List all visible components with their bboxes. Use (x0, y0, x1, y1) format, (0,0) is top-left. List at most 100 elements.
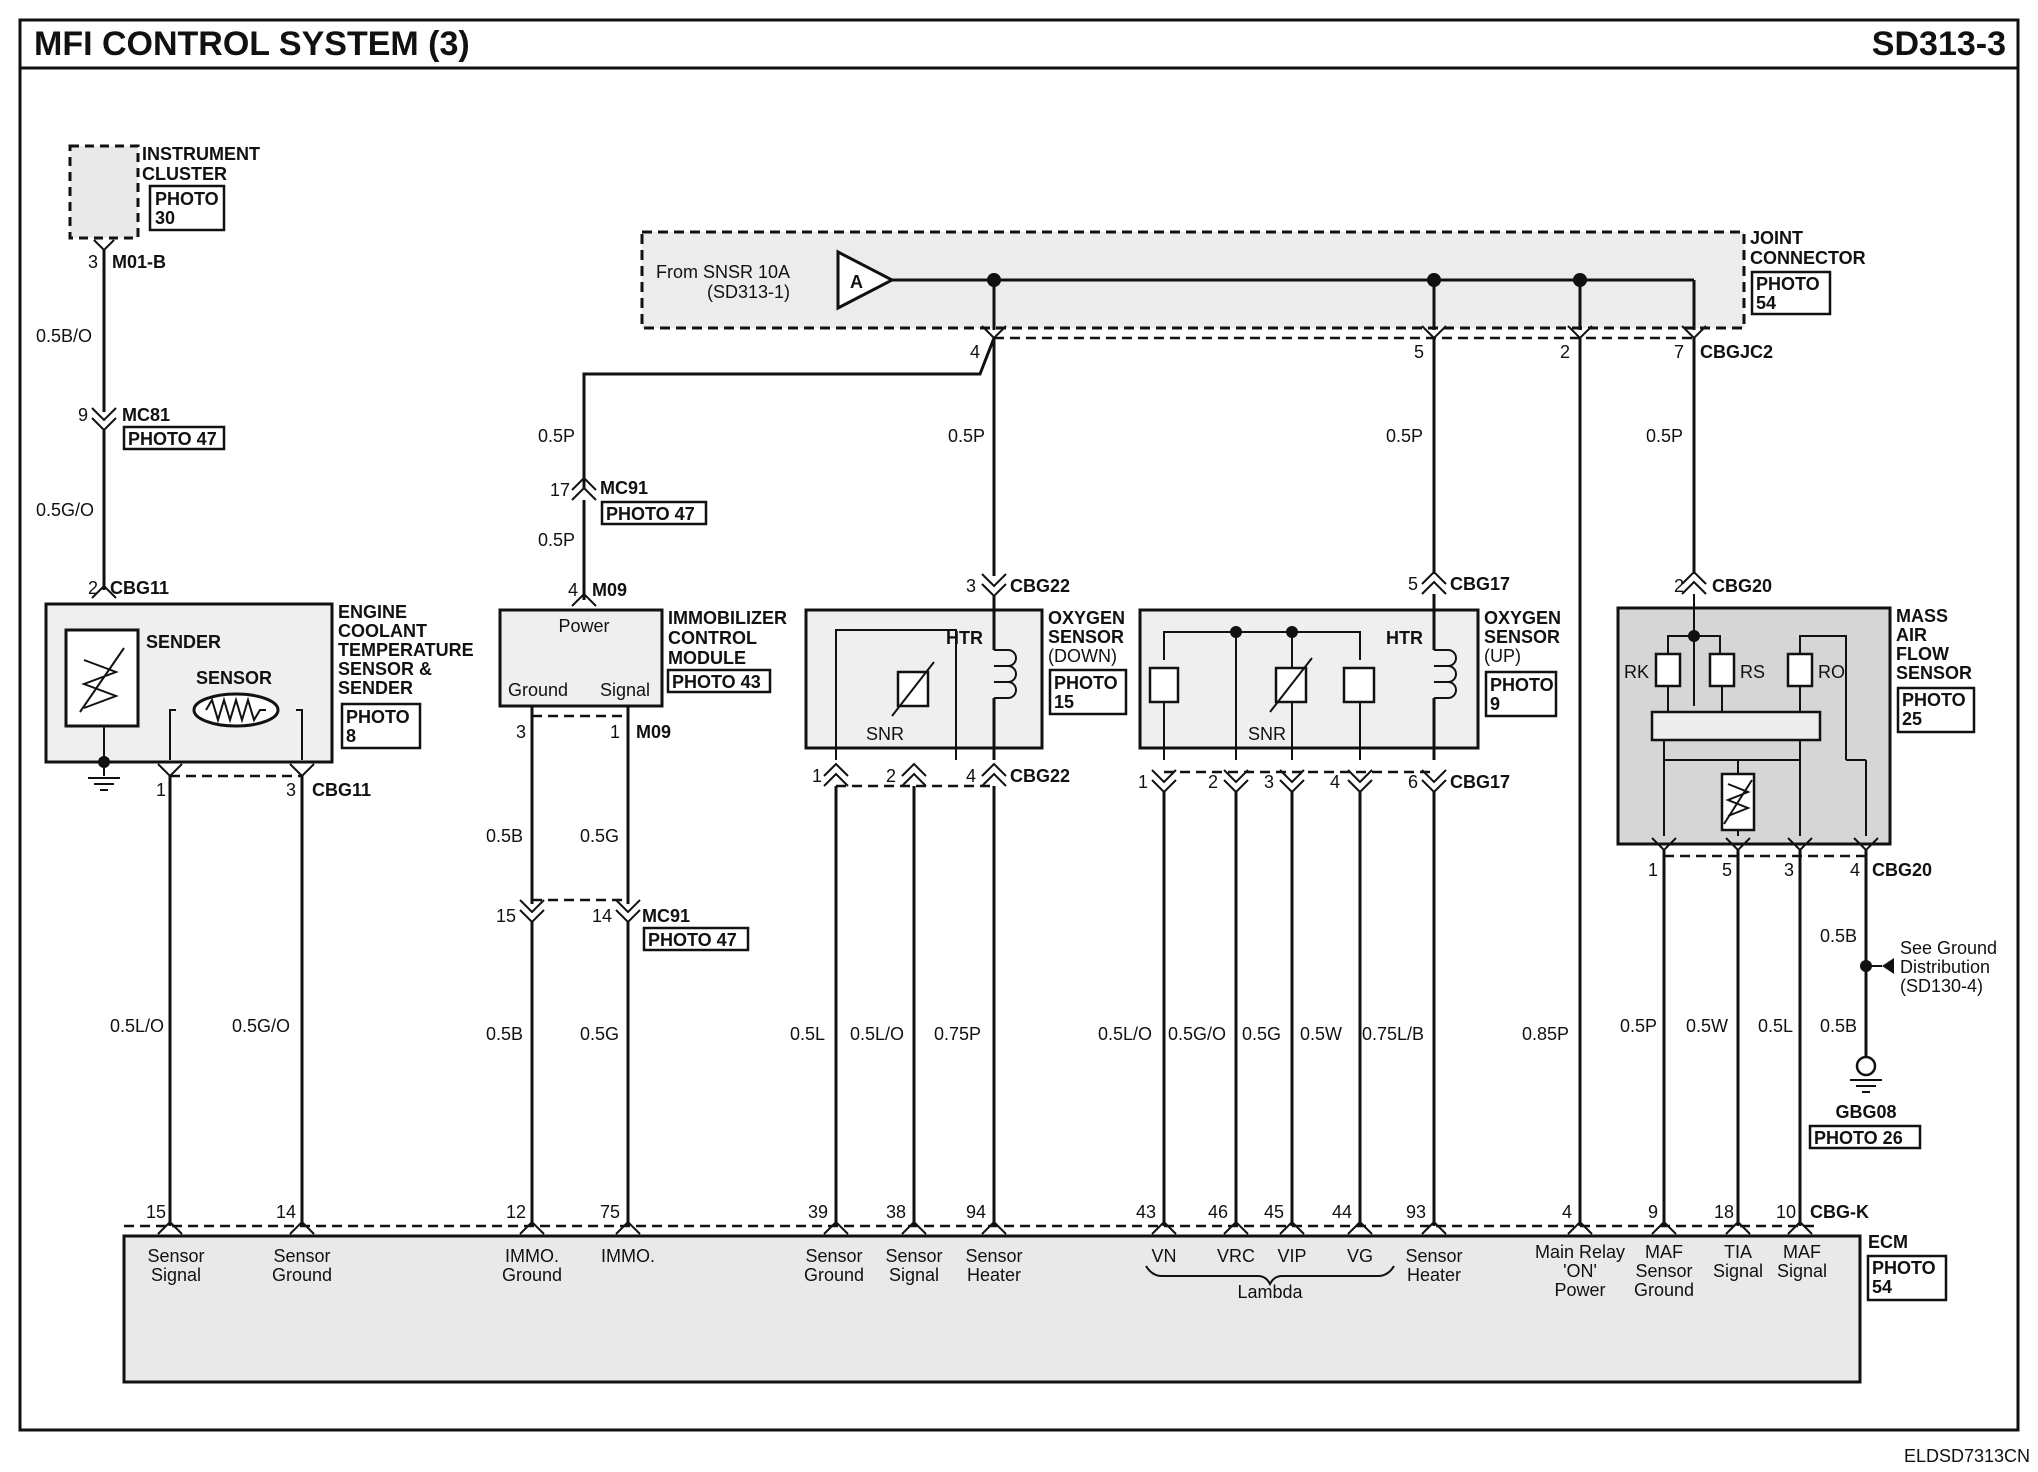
svg-text:Ground: Ground (1634, 1280, 1694, 1300)
mass-air-flow-sensor: 0.5P 2 CBG20 RK RS RO MASS AIR FLOW SENS… (1616, 338, 1997, 1226)
svg-text:MAF: MAF (1645, 1242, 1683, 1262)
svg-text:CBG22: CBG22 (1010, 766, 1070, 786)
ecm-pin-4: 4 (1562, 1202, 1572, 1222)
svg-text:Signal: Signal (1777, 1261, 1827, 1281)
svg-text:Sensor: Sensor (885, 1246, 942, 1266)
svg-text:SENSOR: SENSOR (1484, 627, 1560, 647)
svg-text:3: 3 (1264, 772, 1274, 792)
svg-text:SENSOR: SENSOR (196, 668, 272, 688)
ecm-pin-43: 43 (1136, 1202, 1156, 1222)
svg-text:HTR: HTR (1386, 628, 1423, 648)
page-title: MFI CONTROL SYSTEM (3) (34, 25, 470, 63)
svg-text:Heater: Heater (1407, 1265, 1461, 1285)
svg-text:3: 3 (286, 780, 296, 800)
ecm-pin-44: 44 (1332, 1202, 1352, 1222)
svg-text:OXYGEN: OXYGEN (1484, 608, 1561, 628)
svg-text:2: 2 (88, 578, 98, 598)
ecm-pin-75: 75 (600, 1202, 620, 1222)
wire-0.5B-O: 0.5B/O (36, 326, 92, 346)
svg-text:0.5P: 0.5P (538, 426, 575, 446)
svg-text:3: 3 (516, 722, 526, 742)
svg-text:9: 9 (78, 405, 88, 425)
ecm-pin-93: 93 (1406, 1202, 1426, 1222)
ecm-pin-45: 45 (1264, 1202, 1284, 1222)
o2-up-photo-ref (1484, 670, 1558, 718)
svg-text:(DOWN): (DOWN) (1048, 646, 1117, 666)
ect-photo-ref (340, 702, 422, 750)
svg-text:'ON': 'ON' (1563, 1261, 1597, 1281)
svg-text:VRC: VRC (1217, 1246, 1255, 1266)
gbg08-photo-ref (1808, 1124, 1922, 1150)
ecm-pin-39: 39 (808, 1202, 828, 1222)
svg-text:VN: VN (1151, 1246, 1176, 1266)
svg-text:M01-B: M01-B (112, 252, 166, 272)
ecm-pin-94: 94 (966, 1202, 986, 1222)
svg-text:1: 1 (610, 722, 620, 742)
svg-text:5: 5 (1722, 860, 1732, 880)
svg-text:SENSOR: SENSOR (1048, 627, 1124, 647)
joint-connector: From SNSR 10A (SD313-1) A 4 5 2 7 CBGJC2… (640, 228, 1866, 362)
svg-text:4: 4 (966, 766, 976, 786)
svg-text:0.5P: 0.5P (1620, 1016, 1657, 1036)
svg-text:0.5W: 0.5W (1300, 1024, 1342, 1044)
svg-text:17: 17 (550, 480, 570, 500)
svg-text:0.85P: 0.85P (1522, 1024, 1569, 1044)
svg-text:CBGJC2: CBGJC2 (1700, 342, 1773, 362)
svg-text:HTR: HTR (946, 628, 983, 648)
svg-text:Sensor: Sensor (805, 1246, 862, 1266)
svg-text:0.5B: 0.5B (1820, 1016, 1857, 1036)
svg-text:PHOTO: PHOTO (1872, 1258, 1936, 1278)
svg-text:A: A (850, 272, 863, 292)
svg-text:1: 1 (1138, 772, 1148, 792)
svg-text:0.5W: 0.5W (1686, 1016, 1728, 1036)
svg-text:0.5B: 0.5B (486, 1024, 523, 1044)
svg-text:CBG11: CBG11 (110, 578, 169, 598)
ecm-pin-10: 10 (1776, 1202, 1796, 1222)
svg-text:MC91: MC91 (600, 478, 648, 498)
svg-text:Sensor: Sensor (1635, 1261, 1692, 1281)
oxygen-sensor-down: 0.5P 3 CBG22 SNR HTR OXYGEN SENSOR (DOWN… (790, 338, 1128, 1226)
page-frame (18, 18, 2020, 1432)
svg-text:0.5P: 0.5P (538, 530, 575, 550)
svg-text:Signal: Signal (151, 1265, 201, 1285)
svg-text:0.75L/B: 0.75L/B (1362, 1024, 1424, 1044)
svg-text:CONTROL: CONTROL (668, 628, 757, 648)
lambda-bracket (1145, 1265, 1395, 1287)
svg-text:From SNSR 10A: From SNSR 10A (656, 262, 790, 282)
mc81-photo-ref (122, 425, 226, 451)
svg-text:15: 15 (1054, 692, 1074, 712)
svg-text:IMMOBILIZER: IMMOBILIZER (668, 608, 787, 628)
svg-text:30: 30 (155, 208, 175, 228)
svg-text:IMMO.: IMMO. (601, 1246, 655, 1266)
svg-text:PHOTO 26: PHOTO 26 (1814, 1128, 1903, 1148)
svg-text:COOLANT: COOLANT (338, 621, 427, 641)
diagram-code: SD313-3 (1872, 25, 2006, 63)
svg-text:2: 2 (886, 766, 896, 786)
svg-text:GBG08: GBG08 (1835, 1102, 1896, 1122)
svg-text:TEMPERATURE: TEMPERATURE (338, 640, 474, 660)
svg-text:PHOTO: PHOTO (1756, 274, 1820, 294)
svg-text:VIP: VIP (1277, 1246, 1306, 1266)
svg-text:1: 1 (1648, 860, 1658, 880)
svg-text:CBG20: CBG20 (1712, 576, 1772, 596)
svg-text:MC81: MC81 (122, 405, 170, 425)
ecm-pin-46: 46 (1208, 1202, 1228, 1222)
svg-text:SNR: SNR (866, 724, 904, 744)
svg-text:PHOTO 47: PHOTO 47 (648, 930, 737, 950)
svg-text:RS: RS (1740, 662, 1765, 682)
svg-text:Heater: Heater (967, 1265, 1021, 1285)
svg-text:0.5G: 0.5G (580, 826, 619, 846)
svg-text:25: 25 (1902, 709, 1922, 729)
ecm-pin-12: 12 (506, 1202, 526, 1222)
svg-text:FLOW: FLOW (1896, 644, 1949, 664)
svg-text:7: 7 (1674, 342, 1684, 362)
svg-text:CONNECTOR: CONNECTOR (1750, 248, 1866, 268)
svg-text:MODULE: MODULE (668, 648, 746, 668)
svg-text:ECM: ECM (1868, 1232, 1908, 1252)
o2-up-body (1138, 608, 1480, 750)
svg-text:6: 6 (1408, 772, 1418, 792)
svg-text:3: 3 (88, 252, 98, 272)
svg-text:0.5P: 0.5P (1646, 426, 1683, 446)
ground-point-icon (1855, 1055, 1877, 1077)
